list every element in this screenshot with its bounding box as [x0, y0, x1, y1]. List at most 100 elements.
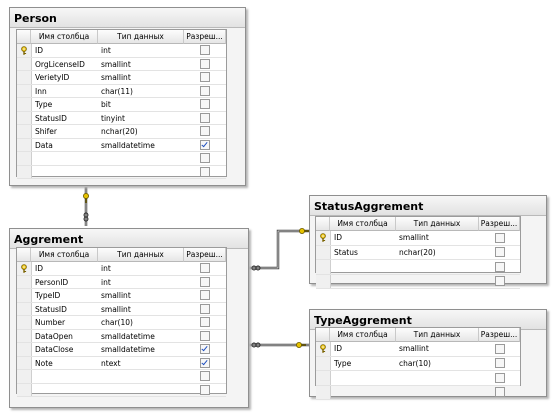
empty-row[interactable] — [17, 152, 226, 166]
column-name[interactable]: ID — [35, 46, 43, 55]
row-selector[interactable] — [316, 260, 331, 274]
column-header-nullable[interactable]: Разреш... — [479, 217, 520, 231]
allow-nulls-checkbox[interactable] — [494, 247, 505, 258]
row-selector[interactable] — [17, 84, 32, 97]
row-selector[interactable] — [17, 111, 32, 124]
allow-nulls-checkbox[interactable] — [494, 372, 505, 383]
allow-nulls-checkbox[interactable] — [494, 261, 505, 272]
column-data-type[interactable]: nchar(20) — [399, 247, 436, 257]
empty-row[interactable] — [17, 370, 226, 384]
allow-nulls-checkbox[interactable] — [200, 344, 210, 355]
empty-row[interactable] — [17, 383, 226, 397]
row-selector[interactable] — [17, 289, 32, 302]
column-data-type[interactable]: smallint — [101, 304, 131, 314]
column-data-type[interactable]: nchar(20) — [101, 127, 138, 136]
empty-row[interactable] — [316, 385, 520, 400]
row-selector[interactable] — [17, 343, 32, 356]
column-data-type[interactable]: smallint — [399, 344, 429, 353]
relationship-person-aggrement[interactable] — [83, 187, 90, 226]
column-data-type[interactable]: char(10) — [101, 318, 133, 327]
allow-nulls-checkbox[interactable] — [200, 384, 210, 395]
row-selector[interactable] — [17, 71, 32, 84]
column-data-type[interactable]: bit — [101, 100, 111, 109]
column-name[interactable]: Number — [35, 318, 66, 327]
column-header-type[interactable]: Тип данных — [396, 328, 479, 342]
row-selector[interactable] — [17, 329, 32, 342]
column-name[interactable]: Status — [334, 247, 358, 257]
table-row[interactable]: Status nchar(20) — [316, 245, 520, 260]
row-selector[interactable] — [17, 138, 32, 151]
row-selector[interactable] — [17, 98, 32, 111]
column-data-type[interactable]: smallint — [101, 291, 131, 300]
column-header-nullable[interactable]: Разреш... — [184, 30, 226, 44]
column-name[interactable]: Data — [35, 140, 53, 150]
column-data-type[interactable]: tinyint — [101, 113, 125, 123]
column-name[interactable]: DataOpen — [35, 331, 73, 341]
allow-nulls-checkbox[interactable] — [200, 166, 210, 177]
column-header-nullable[interactable]: Разреш... — [479, 328, 520, 342]
table-title[interactable]: StatusAggrement — [310, 196, 546, 216]
allow-nulls-checkbox[interactable] — [200, 99, 210, 110]
allow-nulls-checkbox[interactable] — [200, 139, 210, 150]
allow-nulls-checkbox[interactable] — [200, 357, 210, 368]
table-row[interactable]: StatusID tinyint — [17, 111, 226, 125]
column-data-type[interactable]: smalldatetime — [101, 345, 155, 354]
table-row[interactable]: Number char(10) — [17, 316, 226, 330]
column-data-type[interactable]: int — [101, 46, 111, 55]
column-name[interactable]: StatusID — [35, 113, 67, 123]
column-name[interactable]: PersonID — [35, 277, 69, 287]
row-selector[interactable] — [17, 302, 32, 315]
row-selector[interactable] — [17, 370, 32, 383]
column-header-type[interactable]: Тип данных — [98, 248, 184, 262]
row-selector[interactable] — [17, 316, 32, 329]
relationship-aggrement-type[interactable] — [249, 341, 312, 348]
column-name[interactable]: ID — [334, 233, 342, 242]
allow-nulls-checkbox[interactable] — [200, 371, 210, 382]
column-name[interactable]: ID — [334, 344, 342, 353]
allow-nulls-checkbox[interactable] — [494, 276, 505, 287]
empty-row[interactable] — [17, 165, 226, 179]
table-row[interactable]: ID int — [17, 44, 226, 58]
allow-nulls-checkbox[interactable] — [494, 232, 505, 243]
relationship-aggrement-status[interactable] — [249, 227, 312, 271]
column-header-name[interactable]: Имя столбца — [330, 217, 396, 231]
column-header-name[interactable]: Имя столбца — [330, 328, 396, 342]
column-header-type[interactable]: Тип данных — [98, 30, 184, 44]
allow-nulls-checkbox[interactable] — [200, 330, 210, 341]
column-name[interactable]: ID — [35, 264, 43, 273]
allow-nulls-checkbox[interactable] — [200, 317, 210, 328]
allow-nulls-checkbox[interactable] — [494, 343, 505, 354]
row-selector[interactable] — [316, 371, 331, 385]
row-selector[interactable] — [17, 383, 32, 396]
allow-nulls-checkbox[interactable] — [200, 290, 210, 301]
table-title[interactable]: Aggrement — [10, 229, 248, 249]
row-selector[interactable] — [316, 385, 331, 399]
column-name[interactable]: Inn — [35, 86, 47, 96]
column-name[interactable]: TypeID — [35, 291, 61, 300]
column-data-type[interactable]: smalldatetime — [101, 331, 155, 341]
empty-row[interactable] — [316, 260, 520, 275]
table-row[interactable]: DataOpen smalldatetime — [17, 329, 226, 343]
row-selector[interactable] — [17, 165, 32, 178]
column-header-nullable[interactable]: Разреш... — [184, 248, 226, 262]
column-name[interactable]: VerietyID — [35, 73, 70, 82]
allow-nulls-checkbox[interactable] — [494, 358, 505, 369]
empty-row[interactable] — [316, 371, 520, 386]
row-selector[interactable] — [17, 125, 32, 138]
allow-nulls-checkbox[interactable] — [200, 153, 210, 164]
column-data-type[interactable]: smallint — [101, 73, 131, 82]
